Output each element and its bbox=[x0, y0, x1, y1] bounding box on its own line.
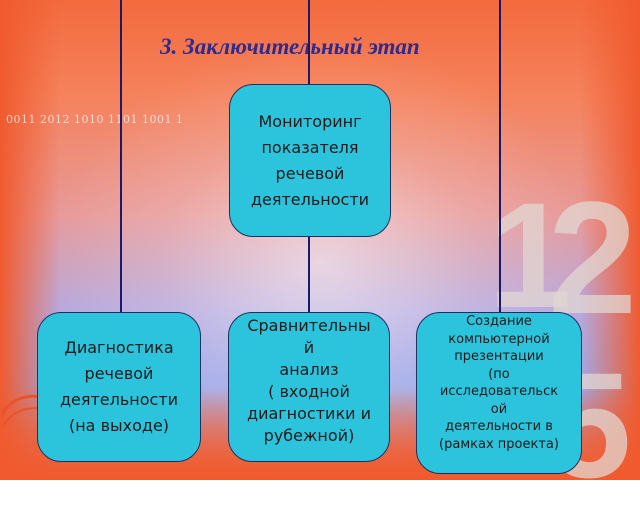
node-diagnostics-label: Диагностика речевой деятельности (на вых… bbox=[59, 338, 179, 435]
node-comparative-analysis: Сравнительны й анализ ( входной диагност… bbox=[228, 312, 390, 462]
connector-center-bottom bbox=[308, 237, 310, 312]
connector-left bbox=[120, 0, 122, 312]
node-monitoring-label: Мониторинг показателя речевой деятельнос… bbox=[250, 111, 370, 209]
decor-number-2: 2 bbox=[548, 168, 637, 347]
node-presentation: Создание компьютерной презентации (по ис… bbox=[416, 312, 582, 474]
slide-title: 3. Заключительный этап bbox=[160, 34, 420, 59]
decor-number-1: 1 bbox=[488, 171, 572, 339]
background-binary-text: 0011 2012 1010 1101 1001 1 bbox=[6, 113, 184, 126]
connector-center-top bbox=[308, 0, 310, 84]
node-presentation-label: Создание компьютерной презентации (по ис… bbox=[439, 314, 559, 452]
node-comparative-analysis-label: Сравнительны й анализ ( входной диагност… bbox=[247, 316, 371, 445]
node-diagnostics: Диагностика речевой деятельности (на вых… bbox=[37, 312, 201, 462]
node-monitoring: Мониторинг показателя речевой деятельнос… bbox=[229, 84, 391, 237]
connector-right bbox=[499, 0, 501, 312]
